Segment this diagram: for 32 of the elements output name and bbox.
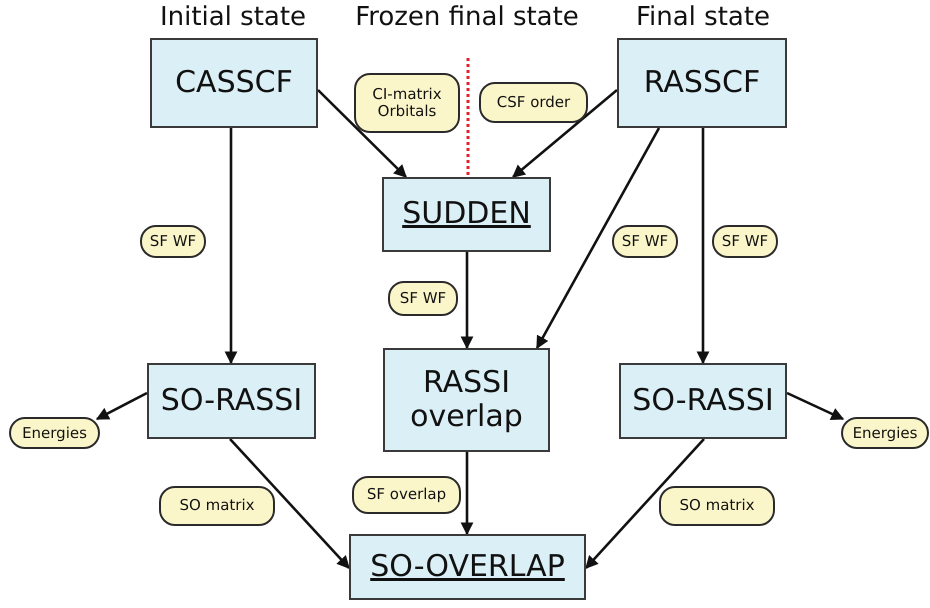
edge-label: SO matrix — [659, 486, 775, 526]
arrow — [536, 127, 660, 350]
output-pill: Energies — [9, 417, 100, 449]
column-heading: Initial state — [160, 2, 306, 32]
arrow — [317, 89, 407, 178]
output-pill: Energies — [841, 417, 929, 449]
edge-label: SF WF — [712, 225, 778, 258]
process-box: SUDDEN — [382, 177, 551, 252]
arrow — [585, 438, 705, 569]
arrow — [512, 89, 618, 178]
edge-label: SO matrix — [159, 486, 275, 526]
arrow — [460, 452, 474, 536]
edge-label: SF WF — [612, 225, 678, 258]
process-box: SO-OVERLAP — [349, 534, 586, 600]
edge-label: CSF order — [479, 82, 588, 123]
edge-label: CI-matrix Orbitals — [354, 73, 460, 133]
edge-label: SF WF — [388, 281, 458, 316]
arrow — [229, 438, 350, 569]
column-heading: Final state — [636, 2, 770, 32]
edge-label: SF WF — [140, 225, 206, 258]
column-heading: Frozen final state — [355, 2, 579, 32]
arrow — [696, 128, 710, 364]
arrow — [96, 392, 148, 420]
process-box: SO-RASSI — [147, 363, 316, 439]
process-box: SO-RASSI — [619, 363, 787, 439]
edge-label: SF overlap — [352, 476, 461, 514]
arrow — [224, 128, 238, 364]
arrow — [786, 392, 844, 420]
process-box: RASSCF — [617, 38, 787, 128]
process-box: CASSCF — [150, 38, 318, 128]
arrow — [460, 252, 474, 350]
process-box: RASSI overlap — [383, 348, 550, 452]
